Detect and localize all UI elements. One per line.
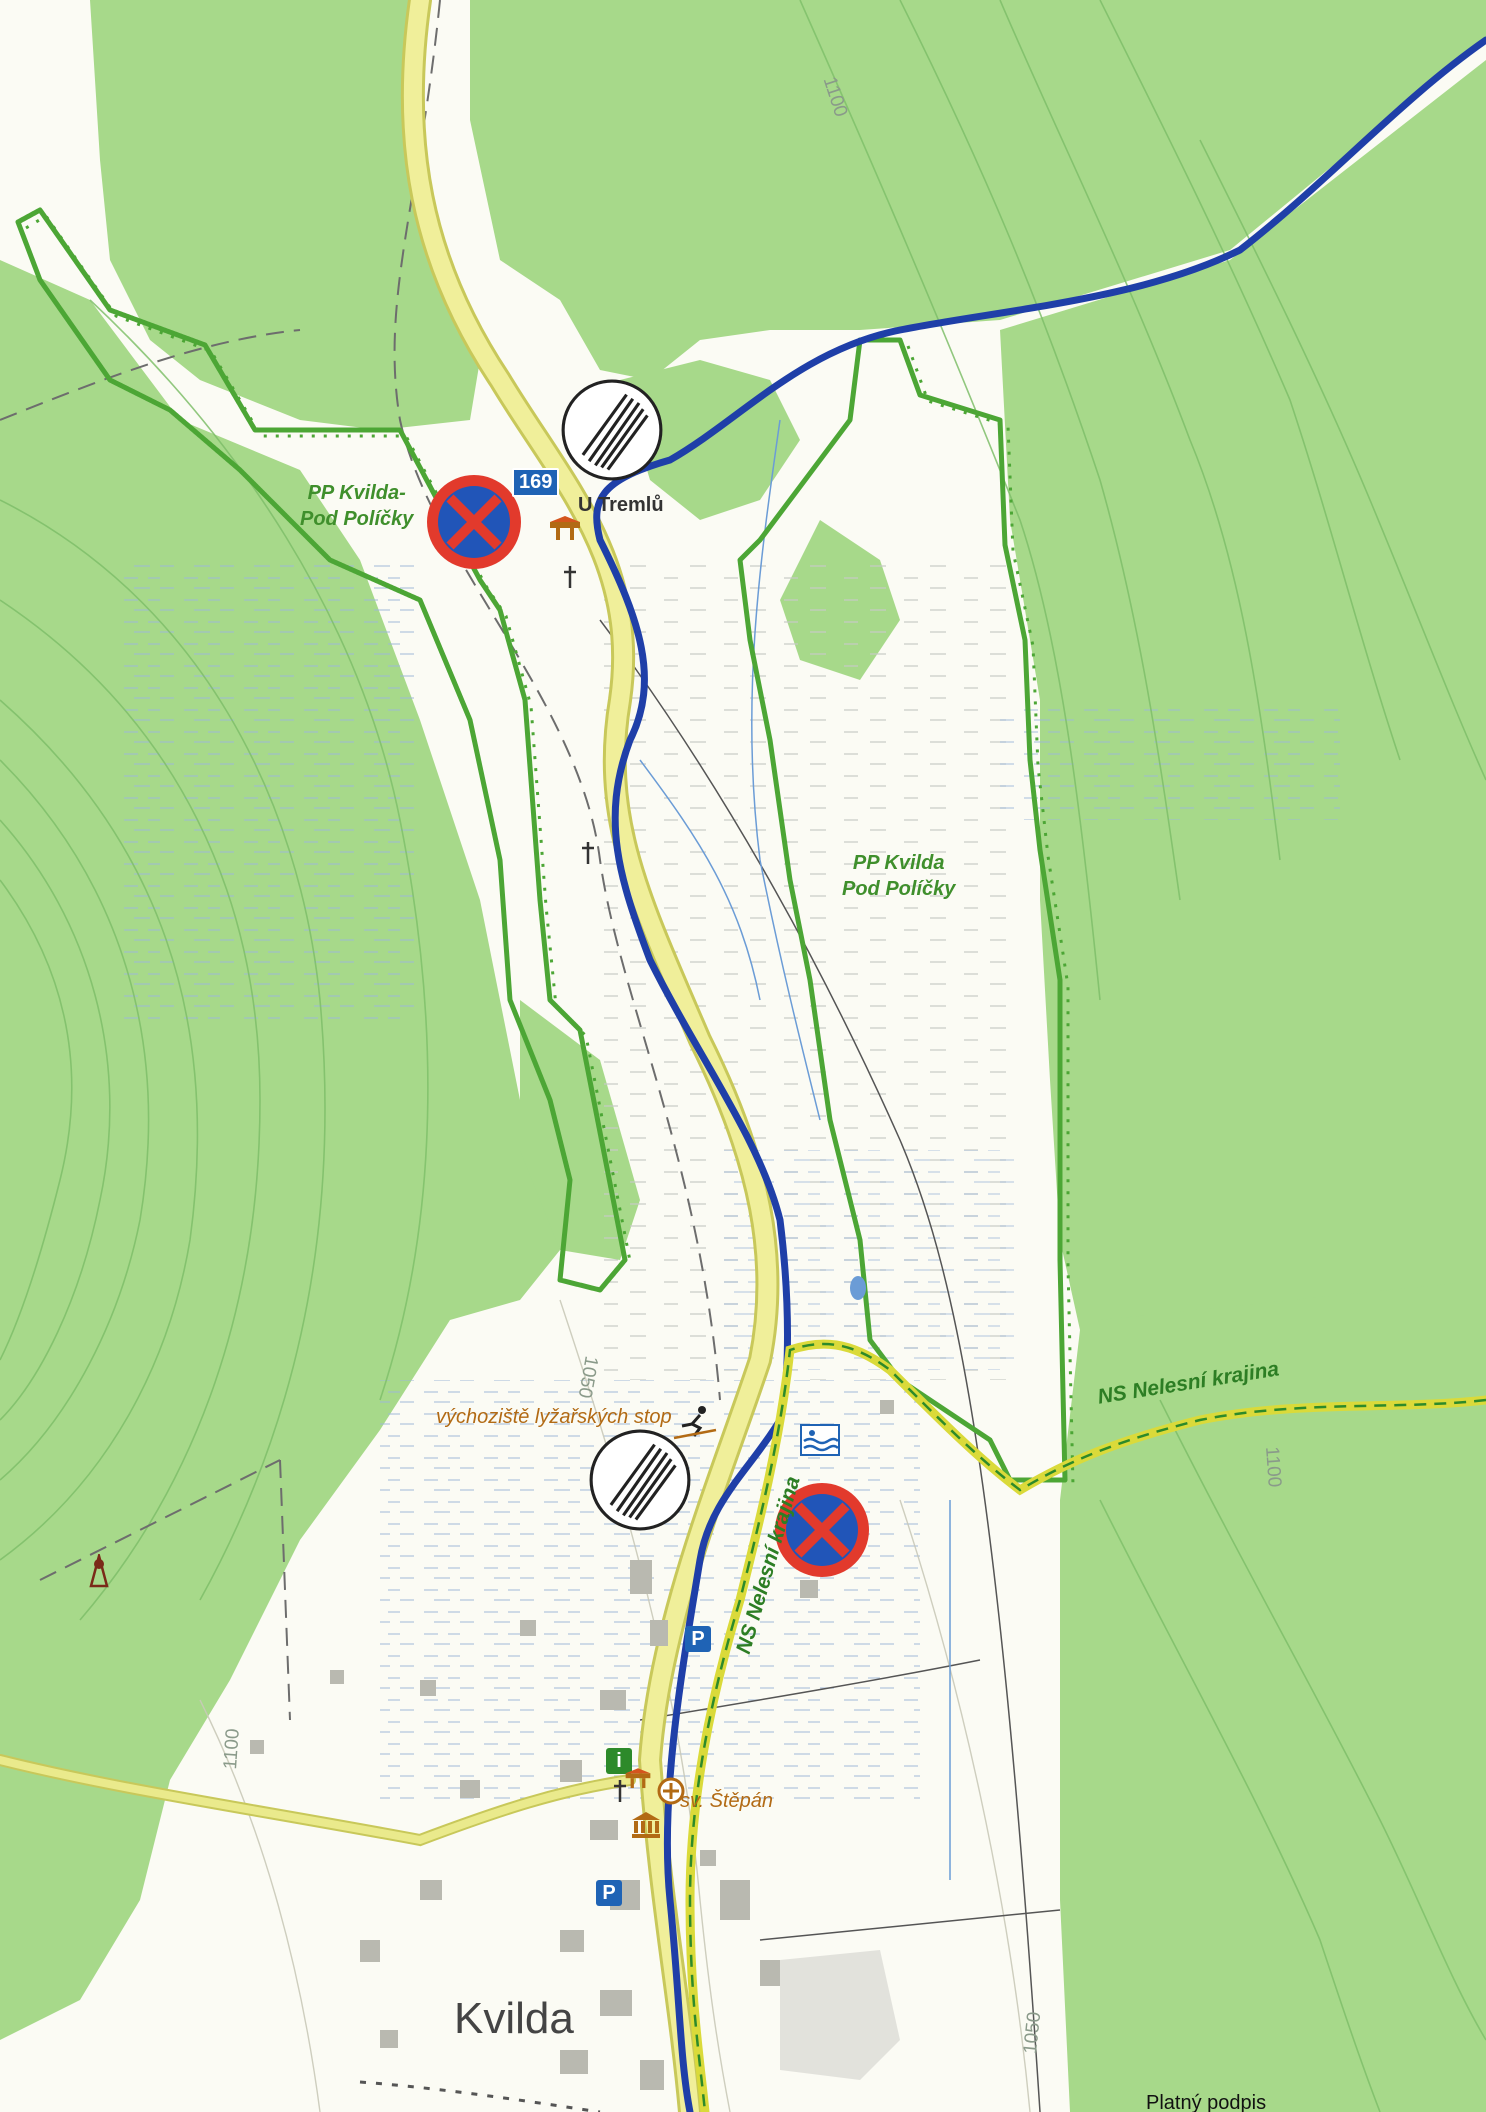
protected-area-label-west: PP Kvilda- Pod Políčky	[300, 482, 414, 530]
road-number-shield: 169	[512, 468, 560, 497]
contour-label: 1100	[220, 1727, 244, 1771]
wayside-cross-icon	[582, 842, 594, 864]
wayside-cross-icon	[564, 566, 576, 588]
contour-label: 1100	[1261, 1445, 1285, 1489]
contour-lines-meadow	[199, 1299, 1031, 2112]
marsh-area-east	[1000, 700, 1340, 820]
church-label: sv. Štěpán	[680, 1790, 774, 1812]
power-lines	[599, 619, 1061, 2112]
no-stopping-sign-icon[interactable]	[772, 1480, 872, 1580]
end-of-restrictions-sign-icon[interactable]	[560, 378, 664, 482]
forest-east-lower	[1070, 1280, 1486, 2112]
gray-area-south	[780, 1950, 900, 2080]
parking-icon[interactable]: P	[685, 1626, 711, 1652]
end-of-restrictions-sign-icon[interactable]	[588, 1428, 692, 1532]
protected-area-label-east: PP Kvilda Pod Políčky	[842, 852, 956, 900]
museum-icon[interactable]	[630, 1810, 662, 1840]
forest-northwest	[90, 0, 480, 430]
place-label-u-tremlu: U Tremlů	[578, 494, 664, 516]
wayside-cross-icon	[614, 1780, 626, 1802]
contour-label: 1050	[1019, 2010, 1046, 2056]
parking-icon[interactable]: P	[596, 1880, 622, 1906]
secondary-road	[0, 1756, 634, 1845]
info-icon[interactable]: i	[606, 1748, 632, 1774]
wayside-shrine-icon[interactable]	[548, 516, 582, 542]
wayside-shrine-icon[interactable]	[624, 1766, 652, 1792]
protected-area-ticks-west	[25, 213, 633, 1267]
village-buildings	[250, 1400, 894, 2090]
church-icon[interactable]	[656, 1776, 686, 1806]
forest-north	[470, 0, 1486, 380]
main-road	[403, 0, 777, 2112]
signature-text: Platný podpis	[1146, 2092, 1267, 2112]
dashed-paths	[0, 0, 721, 1721]
tower-icon	[89, 1554, 109, 1588]
protected-area-border-west	[15, 207, 628, 1293]
railway-bottom	[359, 2080, 601, 2112]
swimming-icon[interactable]	[800, 1424, 840, 1456]
place-label-kvilda: Kvilda	[454, 1994, 574, 2043]
marsh-area-west	[120, 560, 420, 1020]
pond	[850, 1276, 866, 1300]
trail-nelesni-krajina-center	[688, 1342, 1486, 2112]
ski-icon[interactable]	[672, 1404, 718, 1440]
no-stopping-sign-icon[interactable]	[424, 472, 524, 572]
ski-start-label: výchoziště lyžařských stop	[436, 1406, 672, 1428]
